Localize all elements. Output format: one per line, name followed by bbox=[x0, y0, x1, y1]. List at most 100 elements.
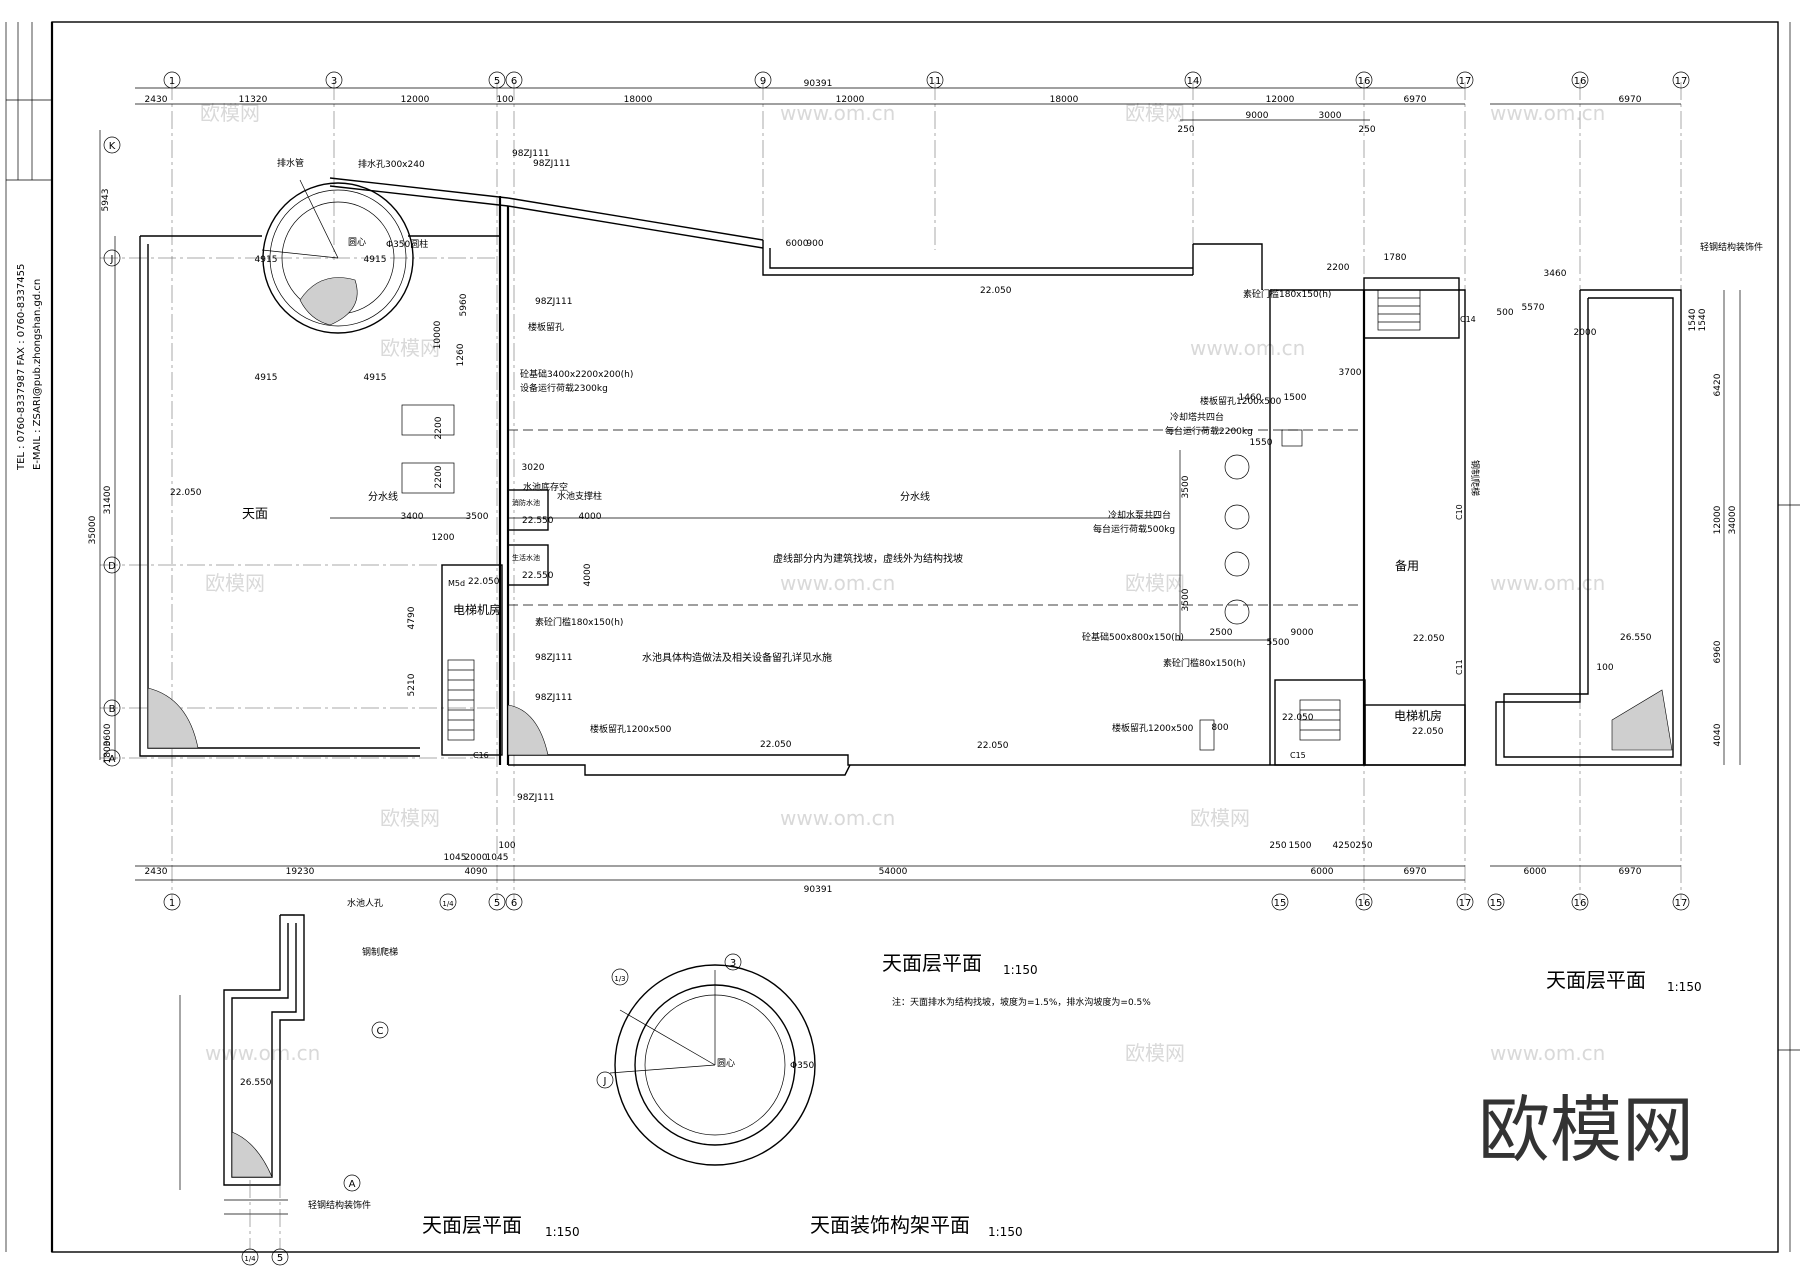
grid-bubble-top-9-label: 9 bbox=[760, 76, 766, 87]
grid-bubble-left-D-label: D bbox=[108, 561, 116, 572]
dim-left-3: 3600 bbox=[103, 723, 113, 746]
dim-interior-1: 4915 bbox=[364, 255, 387, 265]
dim-bottom-sub-7: 4250 bbox=[1333, 841, 1356, 851]
label-fenshuixian-mid: 分水线 bbox=[900, 490, 930, 503]
label-tianmian: 天面 bbox=[242, 507, 268, 522]
dim-interior-23: 1200 bbox=[432, 533, 455, 543]
grid-bubble-top-6: 6 bbox=[505, 71, 523, 89]
dim-top-seg-0: 2430 bbox=[145, 95, 168, 105]
dim-top-seg-7: 12000 bbox=[1266, 95, 1295, 105]
dim-interior-6: 1260 bbox=[456, 343, 466, 366]
grid-bubble-circle-0: 3 bbox=[724, 953, 742, 971]
dim-bottom-sub-3: 4090 bbox=[465, 867, 488, 877]
grid-bubble-top-11-label: 11 bbox=[929, 76, 942, 87]
water-tanks bbox=[401, 404, 549, 586]
dim-interior-18: 2500 bbox=[1210, 628, 1233, 638]
label-xuxian-note: 虚线部分内为建筑找坡，虚线外为结构找坡 bbox=[773, 552, 963, 565]
cooling-equipment bbox=[1175, 429, 1303, 751]
label-base-1: 砼基础3400x2200x200(h) bbox=[520, 368, 633, 380]
grid-bubble-left-A: A bbox=[103, 749, 121, 767]
watermark-15: www.om.cn bbox=[1490, 1041, 1605, 1065]
dim-left-1: 35000 bbox=[88, 515, 98, 544]
dim-bottom-seg-0: 2430 bbox=[145, 867, 168, 877]
grid-bubble-bottom-1: 1/4 bbox=[439, 893, 457, 911]
dim-interior-9: 3400 bbox=[401, 512, 424, 522]
label-c10: C10 bbox=[1455, 504, 1464, 520]
grid-bubble-topright-17: 17 bbox=[1672, 71, 1690, 89]
dim-interior-22: 1500 bbox=[1284, 393, 1307, 403]
grid-bubble-small-bottom-0-label: 1/4 bbox=[244, 1255, 256, 1263]
grid-bubble-top-16-label: 16 bbox=[1358, 76, 1371, 87]
dim-top-sub-3: 250 bbox=[1358, 125, 1375, 135]
grid-bubble-topright-17-label: 17 bbox=[1675, 76, 1688, 87]
watermark-2: 欧模网 bbox=[1125, 101, 1185, 125]
label-c11: C11 bbox=[1455, 659, 1464, 675]
watermark-10: 欧模网 bbox=[380, 806, 440, 830]
watermark-4: 欧模网 bbox=[380, 336, 440, 360]
small-plan bbox=[179, 914, 305, 1250]
dim-bottom-sub-8: 250 bbox=[1355, 841, 1372, 851]
dim-interior-29: 2000 bbox=[1574, 328, 1597, 338]
grid-bubble-top-3-label: 3 bbox=[331, 76, 337, 87]
label-pump: 冷却水泵共四台 bbox=[1108, 509, 1171, 521]
dim-interior-26: 500 bbox=[1496, 308, 1513, 318]
label-steel-ladder-small: 钢制爬梯 bbox=[362, 946, 398, 958]
label-c14: C14 bbox=[1460, 315, 1476, 324]
grid-bubble-top-17-label: 17 bbox=[1459, 76, 1472, 87]
label-base-2: 砼基础500x800x150(h) bbox=[1082, 631, 1184, 643]
sheet-border bbox=[51, 21, 1779, 1253]
grid-bubble-circle-1-label: 1/3 bbox=[614, 975, 625, 983]
dim-interior-30: 100 bbox=[1596, 663, 1613, 673]
label-door-sill-2: 素砼门槛180x150(h) bbox=[535, 616, 623, 628]
elev-left-roof: 22.050 bbox=[170, 488, 202, 498]
grid-bubble-bottom-4-label: 15 bbox=[1274, 898, 1287, 909]
label-c16: C16 bbox=[473, 751, 489, 760]
grid-bubble-top-16: 16 bbox=[1355, 71, 1373, 89]
grid-bubble-bottom-5: 16 bbox=[1355, 893, 1373, 911]
dim-bottom-sub-2: 1045 bbox=[486, 853, 509, 863]
elev-north: 22.050 bbox=[1282, 713, 1314, 723]
label-drain-pipe: 排水管 bbox=[277, 157, 304, 169]
dim-interior-32: 6000 bbox=[786, 239, 809, 249]
watermark-6: 欧模网 bbox=[205, 571, 265, 595]
title-frame-plan: 天面装饰构架平面 bbox=[810, 1213, 970, 1237]
title-main-plan: 天面层平面 bbox=[882, 951, 982, 975]
grid-bubble-bottomright-2: 17 bbox=[1672, 893, 1690, 911]
watermark-11: www.om.cn bbox=[780, 806, 895, 830]
dim-interior-33: 900 bbox=[806, 239, 823, 249]
dim-top-seg-8: 6970 bbox=[1404, 95, 1427, 105]
watermark-14: 欧模网 bbox=[1125, 1041, 1185, 1065]
grid-bubble-left-D: D bbox=[103, 556, 121, 574]
dim-interior-31: 3700 bbox=[1339, 368, 1362, 378]
dim-interior-15: 3020 bbox=[522, 463, 545, 473]
grid-bubble-bottomright-0-label: 15 bbox=[1490, 898, 1503, 909]
dim-interior-8: 2200 bbox=[434, 465, 444, 488]
grid-bubble-top-3: 3 bbox=[325, 71, 343, 89]
right-block-outline bbox=[1495, 289, 1682, 766]
grid-bubble-bottomright-2-label: 17 bbox=[1675, 898, 1688, 909]
grid-bubble-bottom-3: 6 bbox=[505, 893, 523, 911]
label-floor-hole-2: 楼板留孔1200x500 bbox=[1200, 395, 1282, 407]
grid-bubble-bottom-5-label: 16 bbox=[1358, 898, 1371, 909]
dim-bottom-seg-1: 19230 bbox=[286, 867, 315, 877]
grid-bubble-top-17: 17 bbox=[1456, 71, 1474, 89]
watermark-13: www.om.cn bbox=[205, 1041, 320, 1065]
dim-top-seg-2: 12000 bbox=[401, 95, 430, 105]
grid-bubble-small-right-0: C bbox=[371, 1021, 389, 1039]
grid-bubble-top-11: 11 bbox=[926, 71, 944, 89]
dim-bottom-seg-3: 6000 bbox=[1311, 867, 1334, 877]
label-std-4: 98ZJ111 bbox=[535, 693, 572, 703]
grid-bubble-bottom-1-label: 1/4 bbox=[442, 900, 454, 908]
grid-bubble-left-A-label: A bbox=[109, 754, 116, 765]
elev-right-block: 26.550 bbox=[1620, 633, 1652, 643]
label-drain-hole: 排水孔300x240 bbox=[358, 158, 425, 170]
label-c15: C15 bbox=[1290, 751, 1306, 760]
dim-right-5: 1540 bbox=[1698, 308, 1708, 331]
grid-bubble-top-14-label: 14 bbox=[1187, 76, 1200, 87]
dim-top-seg-3: 100 bbox=[496, 95, 513, 105]
dim-right-4: 4040 bbox=[1713, 723, 1723, 746]
dim-top-overall: 90391 bbox=[804, 79, 833, 89]
dim-top-seg-1: 11320 bbox=[239, 95, 268, 105]
dim-interior-10: 3500 bbox=[466, 512, 489, 522]
elev-south-2: 22.050 bbox=[977, 741, 1009, 751]
